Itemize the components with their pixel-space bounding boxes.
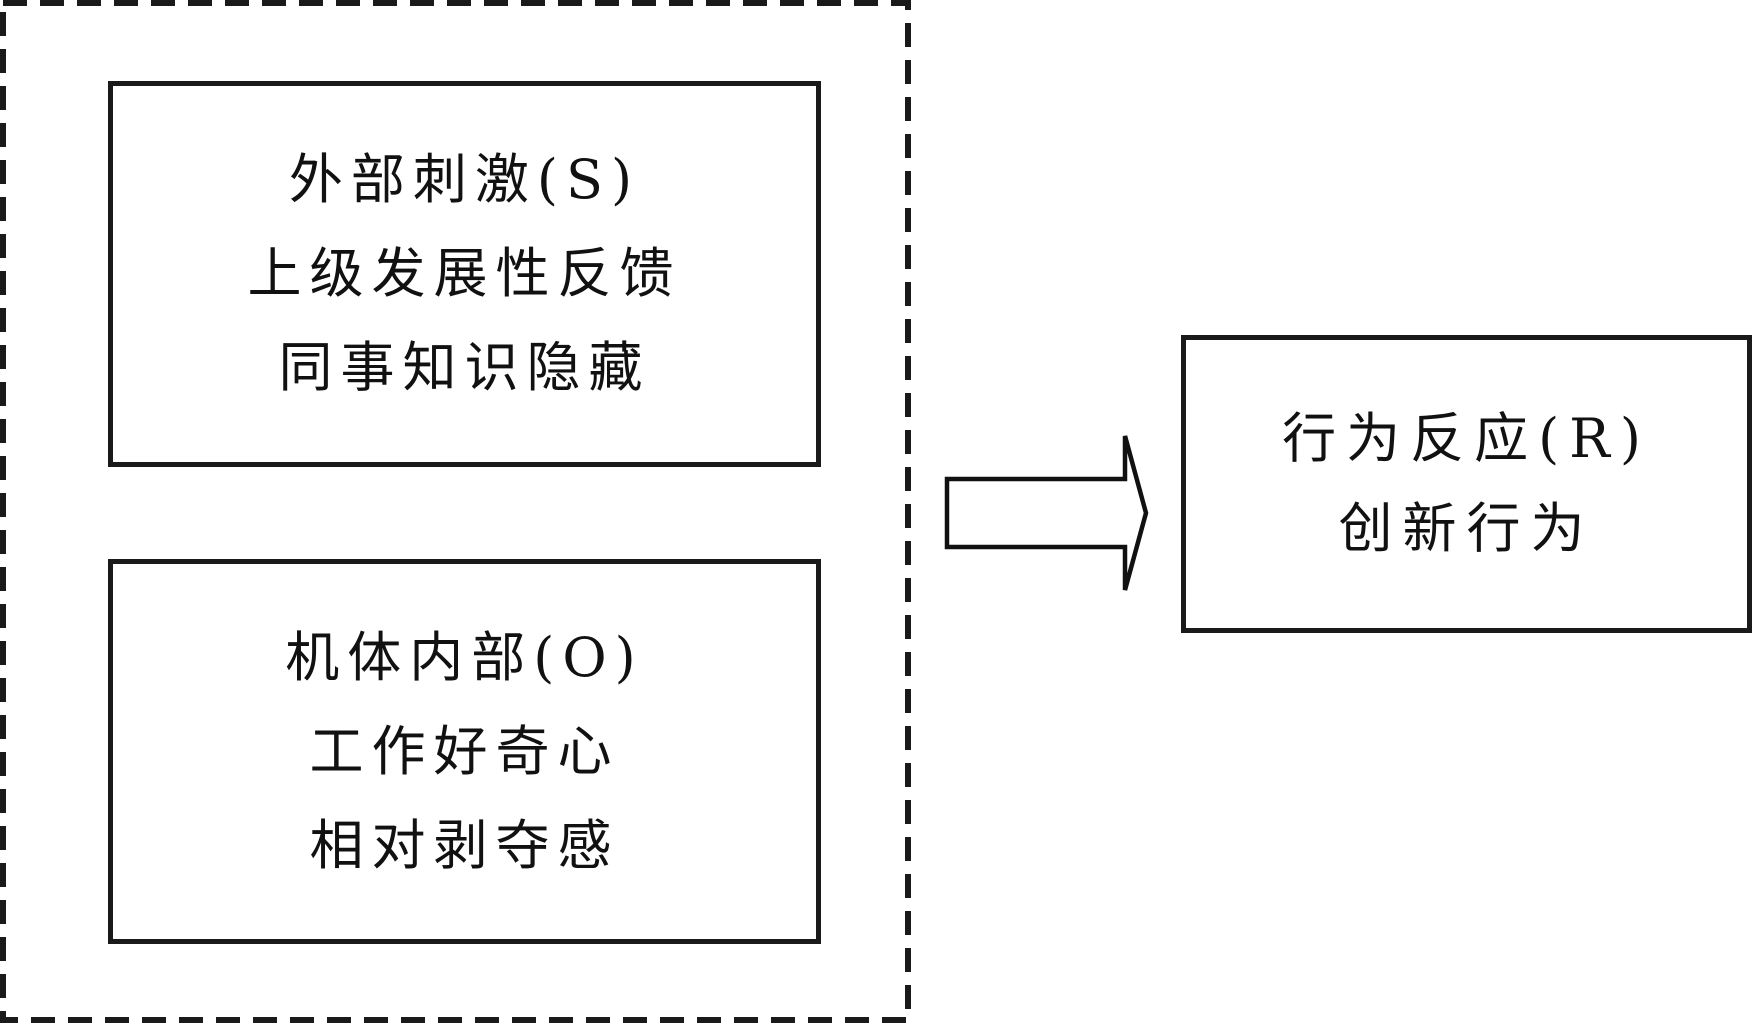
organism-title: 机体内部(O) — [285, 625, 644, 689]
stimulus-box-text: 外部刺激(S) 上级发展性反馈 同事知识隐藏 — [113, 86, 816, 462]
organism-box — [108, 559, 821, 944]
stimulus-title: 外部刺激(S) — [288, 148, 641, 211]
arrow-right-icon — [944, 435, 1149, 591]
organism-item-work-curiosity: 工作好奇心 — [309, 719, 620, 783]
stimulus-item-supervisor-developmental-feedback: 上级发展性反馈 — [247, 242, 682, 305]
stimulus-box — [108, 81, 821, 467]
stimulus-organism-group-border — [0, 0, 911, 1023]
response-title: 行为反应(R) — [1282, 407, 1651, 470]
response-box — [1181, 335, 1752, 633]
organism-box-text: 机体内部(O) 工作好奇心 相对剥夺感 — [113, 564, 816, 939]
organism-item-relative-deprivation: 相对剥夺感 — [309, 813, 620, 877]
response-box-text: 行为反应(R) 创新行为 — [1186, 340, 1747, 628]
stimulus-item-coworker-knowledge-hiding: 同事知识隐藏 — [278, 336, 651, 399]
response-item-innovative-behavior: 创新行为 — [1338, 497, 1595, 560]
